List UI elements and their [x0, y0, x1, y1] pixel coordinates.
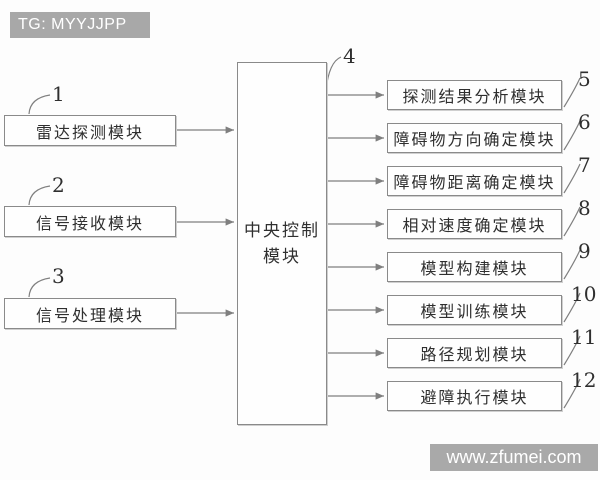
module-box-relative-speed: 相对速度确定模块 [387, 209, 562, 239]
site-watermark: www.zfumei.com [430, 444, 598, 471]
ref-numeral-8: 8 [578, 196, 591, 220]
ref-numeral-2: 2 [52, 173, 65, 197]
module-box-detection-result-analysis: 探测结果分析模块 [387, 80, 562, 110]
module-box-model-training: 模型训练模块 [387, 295, 562, 325]
module-box-signal-processing: 信号处理模块 [4, 298, 176, 329]
ref-numeral-5: 5 [578, 67, 591, 91]
ref-numeral-4: 4 [343, 44, 356, 68]
module-box-model-construction: 模型构建模块 [387, 252, 562, 282]
module-box-obstacle-avoidance-execution: 避障执行模块 [387, 381, 562, 411]
ref-numeral-12: 12 [571, 368, 597, 392]
central-control-label-line2: 模块 [263, 246, 301, 267]
central-control-label-line1: 中央控制 [244, 220, 320, 241]
module-box-obstacle-distance: 障碍物距离确定模块 [387, 166, 562, 196]
ref-numeral-10: 10 [571, 282, 597, 306]
ref-numeral-9: 9 [578, 239, 591, 263]
ref-numeral-3: 3 [52, 264, 65, 288]
tag-watermark-label: TG: MYYJJPP [10, 12, 150, 38]
ref-numeral-7: 7 [578, 153, 591, 177]
module-box-path-planning: 路径规划模块 [387, 338, 562, 368]
module-box-obstacle-direction: 障碍物方向确定模块 [387, 123, 562, 153]
ref-numeral-6: 6 [578, 110, 591, 134]
ref-numeral-11: 11 [571, 325, 597, 349]
module-box-central-control: 中央控制 模块 [237, 62, 327, 425]
module-box-radar-detection: 雷达探测模块 [4, 115, 176, 146]
ref-numeral-1: 1 [52, 82, 65, 106]
module-box-signal-receiving: 信号接收模块 [4, 206, 176, 237]
